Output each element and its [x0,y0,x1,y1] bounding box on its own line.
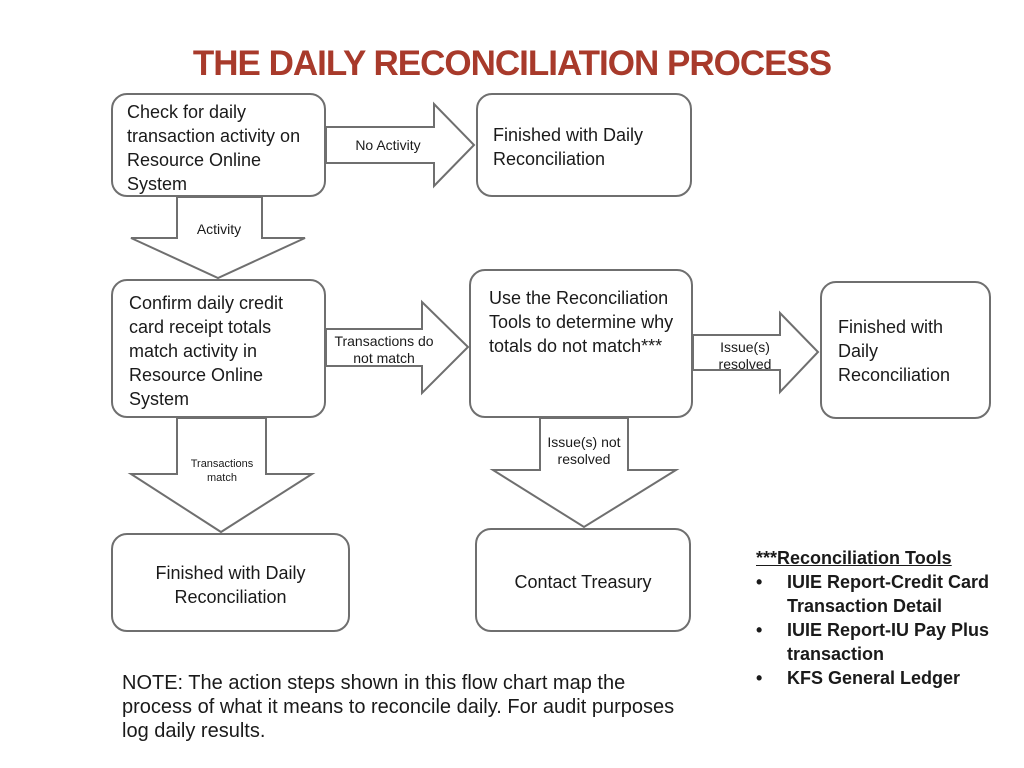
transactions-do-not-match-label: Transactions do not match [334,333,434,366]
page-title: THE DAILY RECONCILIATION PROCESS [192,44,832,83]
reconciliation-tools-box: Use the Reconciliation Tools to determin… [469,269,693,418]
tools-item: KFS General Ledger [752,666,1014,690]
issues-not-resolved-label: Issue(s) not resolved [547,434,621,467]
activity-label: Activity [196,221,242,237]
arrow-transactions-match [127,417,316,534]
finished-box-bottom: Finished with Daily Reconciliation [111,533,350,632]
arrow-issues-resolved [692,310,820,395]
no-activity-label: No Activity [355,137,421,153]
note-text: NOTE: The action steps shown in this flo… [122,672,675,742]
confirm-totals-box: Confirm daily credit card receipt totals… [111,279,326,418]
reconciliation-tools-list: ***Reconciliation Tools IUIE Report-Cred… [752,546,1014,690]
arrow-no-activity [325,101,476,189]
arrow-transactions-do-not-match [325,299,470,396]
tools-item: IUIE Report-Credit Card Transaction Deta… [752,570,1014,618]
finished-box-top: Finished with Daily Reconciliation [476,93,692,197]
arrow-activity [130,196,306,280]
finished-box-right: Finished with Daily Reconciliation [820,281,991,419]
transactions-match-label: Transactions match [190,458,254,484]
arrow-issues-not-resolved [489,417,680,529]
check-activity-box: Check for daily transaction activity on … [111,93,326,197]
tools-item: IUIE Report-IU Pay Plus transaction [752,618,1014,666]
contact-treasury-box: Contact Treasury [475,528,691,632]
issues-resolved-label: Issue(s) resolved [718,339,772,372]
tools-heading: ***Reconciliation Tools [756,548,952,568]
